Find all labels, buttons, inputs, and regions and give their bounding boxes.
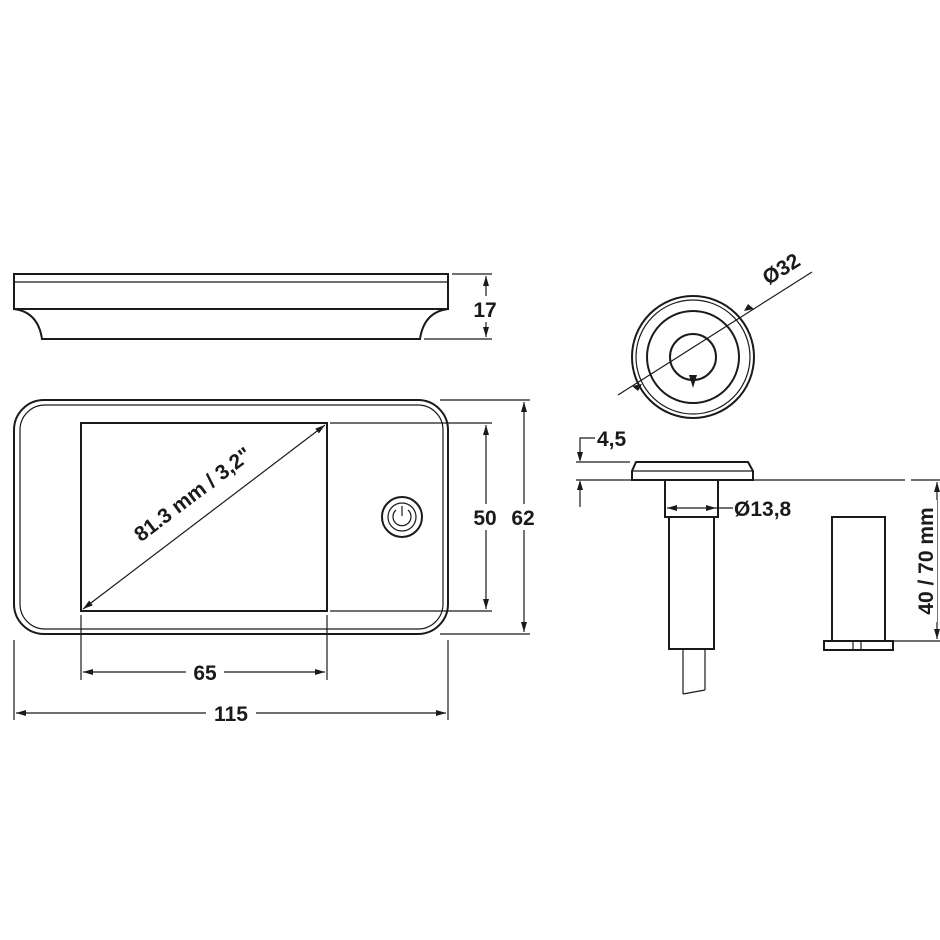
- dimension-flange-thickness: 4,5: [576, 428, 630, 507]
- label-4-5: 4,5: [597, 428, 627, 451]
- dimension-screen-width: 65: [80, 615, 328, 685]
- label-shaft-diameter: Ø13,8: [734, 498, 792, 521]
- label-lens-diameter: Ø32: [759, 249, 805, 290]
- viewer-side-view: [576, 461, 940, 695]
- label-65: 65: [193, 662, 217, 685]
- dimension-side-height: 17: [424, 273, 500, 340]
- dimension-screen-height: 50: [330, 422, 500, 612]
- power-icon[interactable]: [381, 496, 423, 538]
- dimension-shaft-diameter: Ø13,8: [667, 498, 792, 521]
- screen: [80, 422, 328, 612]
- dimension-overall-width: 115: [13, 640, 449, 726]
- label-door-thickness: 40 / 70 mm: [915, 507, 938, 614]
- label-17: 17: [473, 299, 496, 322]
- label-50: 50: [473, 507, 496, 530]
- lens-front-view: Ø32: [617, 249, 813, 419]
- label-screen-diagonal: 81.3 mm / 3,2": [130, 443, 256, 546]
- display-front-view: 81.3 mm / 3,2": [13, 399, 449, 635]
- dimension-door-thickness: 40 / 70 mm: [893, 482, 940, 642]
- display-side-view: [13, 273, 449, 340]
- label-62: 62: [511, 507, 534, 530]
- dimension-overall-height: 62: [440, 399, 540, 635]
- rear-sleeve: [823, 516, 894, 651]
- label-115: 115: [214, 703, 248, 726]
